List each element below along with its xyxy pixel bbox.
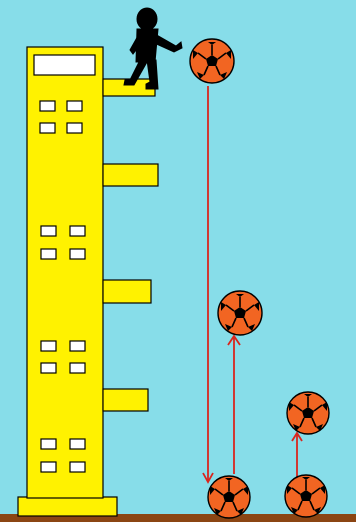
window (70, 249, 85, 259)
ledge (103, 164, 158, 186)
window (41, 462, 56, 472)
ledge (103, 280, 151, 303)
window (67, 101, 82, 111)
window (41, 341, 56, 351)
window (40, 123, 55, 133)
ball-drop-start (190, 39, 234, 83)
window (41, 363, 56, 373)
ledge (103, 389, 148, 411)
ball-bounce-1-top (218, 291, 262, 335)
window (41, 226, 56, 236)
window (70, 462, 85, 472)
window (70, 226, 85, 236)
ball-ground-1 (208, 476, 250, 518)
window (70, 341, 85, 351)
window (67, 123, 82, 133)
person-head (137, 8, 157, 30)
window (41, 439, 56, 449)
window (41, 249, 56, 259)
window (70, 439, 85, 449)
ball-ground-2 (285, 475, 327, 517)
window (40, 101, 55, 111)
building-sign (34, 55, 95, 75)
ball-bounce-2-top (287, 392, 329, 434)
building-body (27, 47, 103, 498)
window (70, 363, 85, 373)
building-base (18, 497, 117, 516)
